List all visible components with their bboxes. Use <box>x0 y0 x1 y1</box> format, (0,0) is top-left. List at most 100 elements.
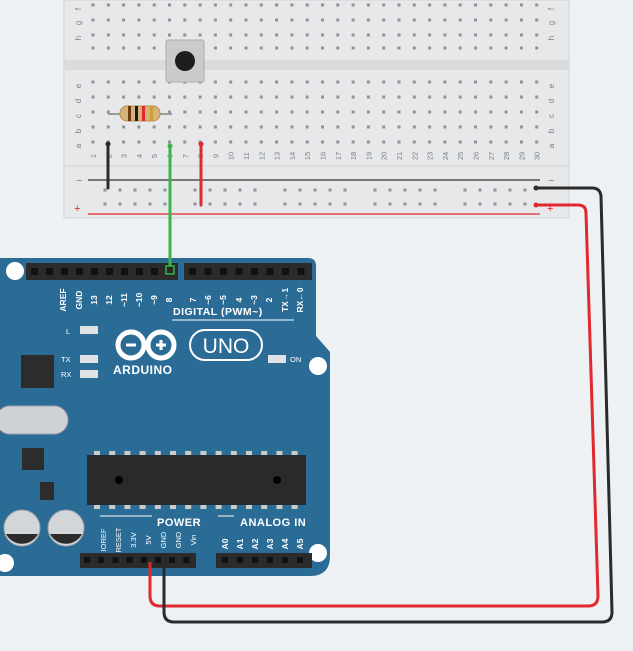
breadboard-hole <box>321 95 324 99</box>
chip-pin <box>276 451 283 455</box>
breadboard-hole <box>351 46 355 50</box>
breadboard-hole <box>397 33 401 37</box>
breadboard-hole <box>198 95 202 99</box>
column-number: 3 <box>120 154 129 158</box>
black-gnd-wire[interactable] <box>162 186 614 624</box>
rail-hole <box>388 188 392 192</box>
column-number: 24 <box>441 152 450 160</box>
rail-hole <box>193 188 197 192</box>
breadboard-hole <box>321 110 324 114</box>
breadboard-hole <box>504 95 508 99</box>
breadboard-hole <box>106 33 110 37</box>
chip-pin <box>276 505 283 509</box>
breadboard-hole <box>305 140 309 144</box>
column-number: 30 <box>533 152 542 160</box>
header-pin <box>31 268 38 275</box>
center-channel <box>64 60 569 70</box>
breadboard-hole <box>428 140 432 144</box>
header-pin <box>106 268 113 275</box>
column-number: 10 <box>227 152 236 160</box>
rail-hole <box>193 202 197 206</box>
pin-label-aref: AREF <box>58 288 68 311</box>
column-number: 7 <box>181 154 190 158</box>
breadboard-hole <box>275 18 279 22</box>
breadboard-hole <box>137 18 141 22</box>
pin-label-3: ~3 <box>249 295 259 305</box>
breadboard-hole <box>290 140 294 144</box>
breadboard-hole <box>412 33 416 37</box>
pin-label-a3: A3 <box>265 538 275 549</box>
header-pin <box>169 557 176 563</box>
breadboard-hole <box>443 33 447 37</box>
pin-label-4: 4 <box>234 297 244 302</box>
breadboard-hole <box>183 95 187 99</box>
breadboard-hole <box>489 3 493 7</box>
rail-hole <box>298 188 302 192</box>
breadboard-hole <box>244 110 248 114</box>
breadboard-hole <box>351 110 355 114</box>
breadboard-hole <box>519 125 523 129</box>
breadboard-hole <box>458 33 462 37</box>
breadboard-hole <box>321 46 324 50</box>
breadboard-hole <box>443 110 447 114</box>
breadboard-hole <box>168 33 171 37</box>
breadboard-hole <box>397 46 401 50</box>
breadboard-hole <box>336 18 340 22</box>
breadboard-hole <box>152 18 156 22</box>
breadboard-hole <box>152 46 156 50</box>
chip-pin <box>246 451 252 455</box>
led-rx <box>80 370 98 378</box>
breadboard-hole <box>229 140 233 144</box>
breadboard-hole <box>489 125 493 129</box>
rail-hole <box>208 202 212 206</box>
breadboard-hole <box>412 18 416 22</box>
breadboard-hole <box>443 3 447 7</box>
breadboard-hole <box>122 140 126 144</box>
rail-hole <box>238 202 242 206</box>
row-letter: a <box>74 143 83 148</box>
atmega-chip <box>87 455 306 505</box>
led-l-label: L <box>66 327 70 336</box>
column-number: 4 <box>135 154 144 158</box>
breadboard-hole <box>259 110 263 114</box>
breadboard-hole <box>474 33 477 37</box>
breadboard-hole <box>366 33 370 37</box>
breadboard-hole <box>351 140 355 144</box>
breadboard-hole <box>290 3 294 7</box>
breadboard-hole <box>275 125 279 129</box>
breadboard-hole <box>183 125 187 129</box>
rail-hole <box>208 188 212 192</box>
breadboard-hole <box>474 140 477 144</box>
header-pin <box>266 268 274 275</box>
push-button[interactable] <box>165 39 205 83</box>
arduino-uno-board[interactable]: AREF GND 13 12 ~11 ~10 ~9 8 7 ~6 ~5 4 ~3… <box>0 258 330 576</box>
rail-hole <box>493 202 497 206</box>
column-number: 1 <box>89 154 98 158</box>
red-5v-wire[interactable] <box>148 203 600 608</box>
chip-pin <box>94 451 100 455</box>
rail-hole <box>478 188 482 192</box>
rail-hole <box>373 188 377 192</box>
rail-hole <box>223 188 227 192</box>
breadboard-hole <box>382 80 386 84</box>
chip-pin <box>109 451 116 455</box>
header-pin <box>121 268 128 275</box>
breadboard-hole <box>519 46 523 50</box>
breadboard-hole <box>382 3 386 7</box>
chip-pin <box>200 505 207 509</box>
column-number: 25 <box>456 152 465 160</box>
breadboard-hole <box>382 95 386 99</box>
column-number: 21 <box>395 152 404 160</box>
mount-hole <box>309 357 327 375</box>
breadboard-hole <box>229 110 233 114</box>
header-pin <box>112 557 119 563</box>
breadboard-hole <box>489 140 493 144</box>
rail-hole <box>373 202 377 206</box>
led-tx <box>80 355 98 363</box>
chip-pin <box>170 451 176 455</box>
breadboard-hole <box>474 46 477 50</box>
resistor[interactable] <box>108 105 172 122</box>
chip-pin <box>261 505 268 509</box>
